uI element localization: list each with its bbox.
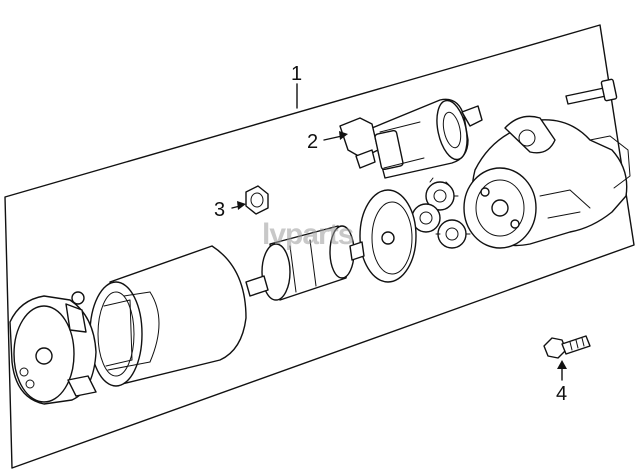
callout-1: 1 [291, 63, 302, 85]
solenoid-switch [339, 98, 483, 179]
leader-2 [323, 135, 343, 141]
callout-2: 2 [307, 131, 318, 153]
field-frame [89, 245, 247, 387]
internal-gear-plate [359, 189, 417, 283]
arrow-3 [237, 201, 246, 210]
watermark-text: lvparts [262, 218, 354, 251]
armature [245, 225, 365, 301]
commutator-end-cover [9, 291, 97, 405]
nut [245, 185, 269, 215]
planetary-gears [407, 177, 471, 249]
assembly-boundary [4, 24, 635, 469]
arrow-4 [557, 360, 567, 369]
callout-3: 3 [214, 199, 225, 221]
arrow-2 [339, 131, 348, 140]
mounting-bolt [543, 335, 591, 359]
through-bolt [565, 78, 618, 105]
drive-housing [463, 115, 631, 249]
callout-4: 4 [556, 383, 567, 405]
